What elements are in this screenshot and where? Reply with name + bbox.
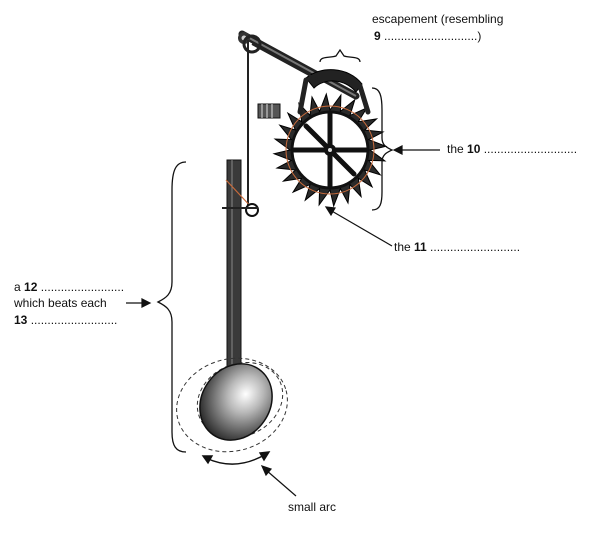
blank-12-prefix: a <box>14 280 25 294</box>
blank-10-prefix: the <box>447 142 468 156</box>
blank-9-dots: ............................) <box>380 29 482 43</box>
small-arc-label: small arc <box>288 500 336 514</box>
blank-12-dots: ......................... <box>37 280 125 294</box>
arrows <box>126 145 440 497</box>
blank-11: the 11 ........................... <box>394 240 520 254</box>
blank-13-dots: .......................... <box>27 313 118 327</box>
blank-11-dots: ........................... <box>426 240 521 254</box>
blank-9: 9 ............................) <box>374 29 481 43</box>
small-arc-text: small arc <box>288 500 337 514</box>
escapement-bracket <box>319 48 361 63</box>
blank-10: the 10 ............................ <box>447 142 577 156</box>
pendulum-bob <box>176 357 288 453</box>
anchor <box>251 43 371 115</box>
blank-13: 13 .......................... <box>14 313 117 327</box>
pendulum-bracket <box>156 161 187 453</box>
pendulum-rod <box>222 40 259 371</box>
brackets <box>156 48 394 453</box>
escapement-label-line1: escapement (resembling <box>372 12 504 26</box>
small-arc-arrow <box>201 451 271 465</box>
escape-wheel <box>272 92 388 208</box>
blank-11-number: 11 <box>414 240 427 254</box>
beats-label: which beats each <box>14 296 107 310</box>
blank-11-prefix: the <box>394 240 415 254</box>
beats-label-text: which beats each <box>14 296 107 310</box>
wheel-bracket <box>371 87 394 211</box>
blank-10-dots: ............................ <box>480 142 578 156</box>
blank-12-number: 12 <box>24 280 38 294</box>
blank-12: a 12 ......................... <box>14 280 124 294</box>
axle <box>238 30 360 100</box>
blank-9-number: 9 <box>374 29 381 43</box>
blank-13-number: 13 <box>14 313 28 327</box>
blank-10-number: 10 <box>467 142 481 156</box>
pinion <box>257 103 281 119</box>
escapement-label: escapement (resembling <box>372 12 503 26</box>
